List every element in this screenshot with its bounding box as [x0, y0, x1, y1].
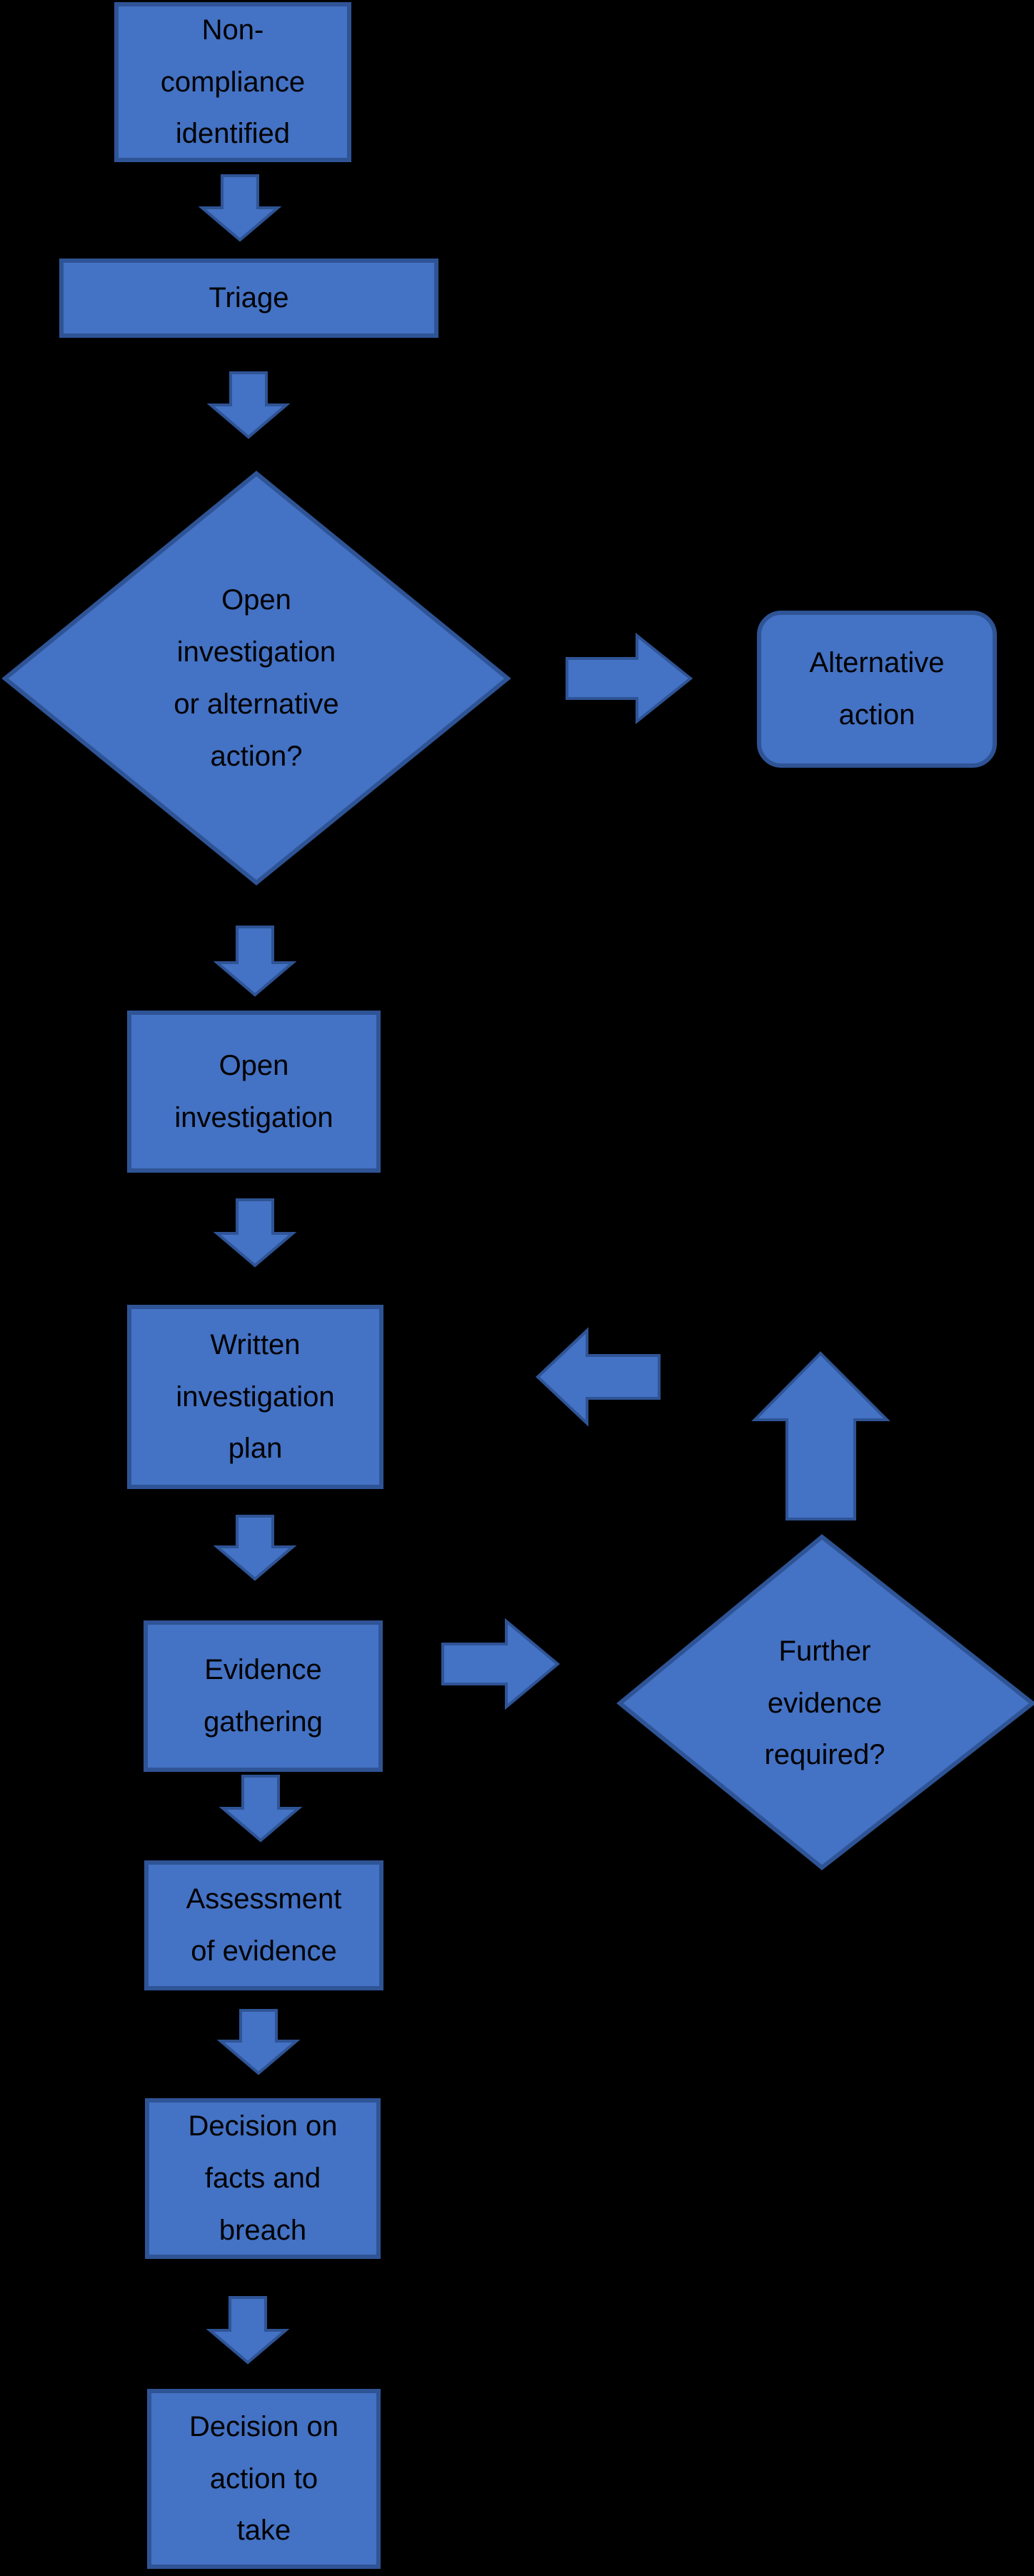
- arrow-down-icon-open-investigation-to-written-plan: [213, 1198, 297, 1268]
- node-decision-on-facts-and-breach: Decision on facts and breach: [145, 2098, 381, 2259]
- node-assessment-of-evidence: Assessment of evidence: [144, 1860, 383, 1990]
- arrow-down-icon-decision-to-open-investigation: [213, 926, 297, 997]
- node-label-decision-on-action-to-take: Decision on action to take: [189, 2410, 338, 2547]
- arrow-down-icon-written-plan-to-evidence-gathering: [213, 1515, 297, 1581]
- arrow-right-icon-decision-to-alternative-action: [566, 632, 693, 725]
- arrow-down-icon-decision-facts-to-decision-action: [206, 2296, 290, 2365]
- node-label-assessment-of-evidence: Assessment of evidence: [186, 1883, 342, 1967]
- decision-diamond-open-investigation-or-alternative-action: [1, 471, 511, 886]
- node-written-investigation-plan: Written investigation plan: [127, 1305, 383, 1489]
- node-label-open-investigation: Open investigation: [174, 1049, 333, 1133]
- arrow-up-icon-further-evidence-loop: [751, 1351, 890, 1520]
- node-label-non-compliance-identified: Non- compliance identified: [160, 14, 306, 150]
- node-label-evidence-gathering: Evidence gathering: [204, 1654, 323, 1738]
- arrow-right-icon-evidence-gathering-to-further-evidence: [441, 1618, 561, 1710]
- node-open-investigation: Open investigation: [127, 1011, 381, 1173]
- arrow-down-icon-evidence-gathering-to-assessment: [219, 1775, 303, 1843]
- node-label-decision-on-facts-and-breach: Decision on facts and breach: [188, 2110, 338, 2246]
- decision-diamond-further-evidence-required: [616, 1534, 1034, 1870]
- node-label-alternative-action: Alternative action: [809, 647, 945, 731]
- node-evidence-gathering: Evidence gathering: [144, 1620, 383, 1772]
- node-label-triage: Triage: [209, 282, 289, 314]
- node-non-compliance-identified: Non- compliance identified: [114, 2, 351, 162]
- node-label-written-investigation-plan: Written investigation plan: [176, 1328, 335, 1465]
- node-alternative-action: Alternative action: [757, 611, 997, 768]
- arrow-down-icon-non-compliance-to-triage: [198, 174, 282, 242]
- arrow-down-icon-assessment-to-decision-facts: [216, 2009, 301, 2075]
- arrow-left-icon-loop-to-written-plan: [536, 1327, 661, 1427]
- node-triage: Triage: [59, 259, 438, 338]
- node-decision-on-action-to-take: Decision on action to take: [147, 2389, 381, 2569]
- arrow-down-icon-triage-to-decision: [206, 371, 291, 439]
